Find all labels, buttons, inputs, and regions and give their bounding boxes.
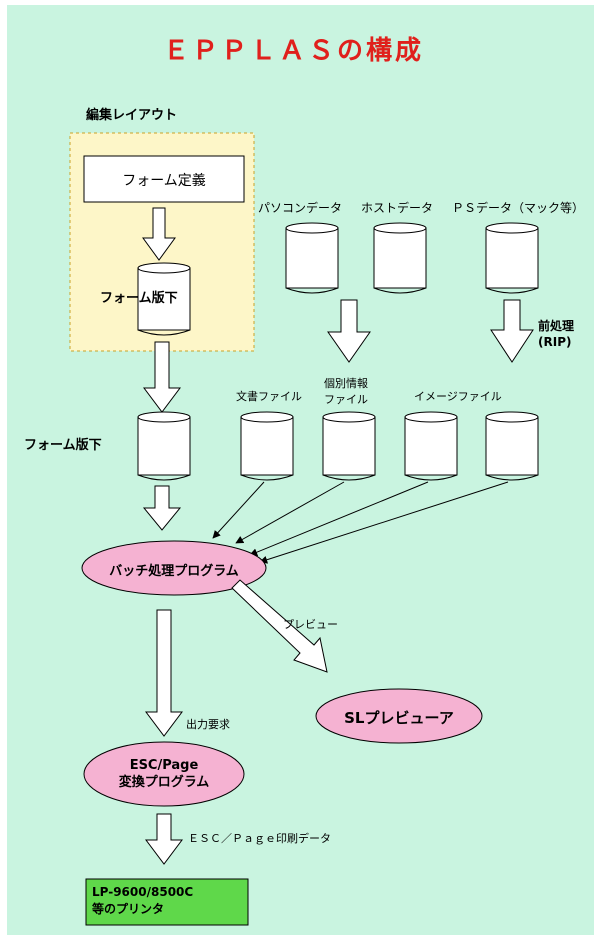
diagram-title: ＥＰＰＬＡＳの構成 <box>162 36 424 66</box>
arrow-batch-to-escpage <box>145 609 183 737</box>
form-draft-file-cylinder <box>137 411 191 481</box>
arrow-image2-to-batch <box>259 481 509 564</box>
batch-program-label: バッチ処理プログラム <box>109 564 239 579</box>
form-definition-box <box>83 155 245 203</box>
host-data-label: ホストデータ <box>361 201 434 215</box>
arrow-batch-to-preview <box>231 579 328 673</box>
output-request-label: 出力要求 <box>186 718 230 731</box>
escpage-program-label: ESC/Page 変換プログラム <box>118 758 210 790</box>
image-file-cylinder-2 <box>485 411 539 481</box>
arrow-document-to-batch <box>212 481 265 539</box>
variable-info-file-label: 個別情報 ファイル <box>324 377 368 406</box>
arrow-image1-to-batch <box>249 481 429 556</box>
sl-previewer-ellipse <box>315 688 483 744</box>
image-file-cylinder-1 <box>404 411 458 481</box>
escpage-program-ellipse <box>83 741 245 807</box>
ps-data-label: ＰＳデータ（マック等） <box>452 201 585 215</box>
host-data-cylinder <box>373 222 427 294</box>
arrow-escpage-to-printer <box>145 813 183 865</box>
arrow-variable-to-batch <box>235 481 345 544</box>
arrow-ps-to-rip <box>490 299 534 363</box>
arrow-layout-to-formdraft <box>143 341 181 413</box>
variable-info-file-cylinder <box>322 411 376 481</box>
document-file-cylinder <box>240 411 294 481</box>
image-file-label: イメージファイル <box>414 390 502 403</box>
printer-label: LP-9600/8500C 等のプリンタ <box>92 885 194 916</box>
escpage-data-label: ＥＳＣ／Ｐａｇｅ印刷データ <box>188 832 331 845</box>
preview-label: プレビュー <box>283 618 338 631</box>
sl-previewer-label: SLプレビューア <box>344 709 454 727</box>
arrow-pc-host-to-files <box>327 299 371 363</box>
printer-box <box>85 878 249 926</box>
batch-program-ellipse <box>81 540 267 596</box>
arrow-formdef-to-draft <box>142 207 176 261</box>
form-definition-label: フォーム定義 <box>122 173 206 189</box>
form-draft-file-label: フォーム版下 <box>24 438 102 453</box>
ps-data-cylinder <box>485 222 539 294</box>
document-file-label: 文書ファイル <box>236 390 302 403</box>
form-draft-label: フォーム版下 <box>100 291 178 306</box>
arrow-formdraft-to-batch <box>142 485 182 531</box>
rip-label: 前処理 (RIP) <box>538 319 575 349</box>
edit-layout-label: 編集レイアウト <box>86 108 178 123</box>
form-draft-cylinder <box>137 262 191 336</box>
pc-data-cylinder <box>285 222 339 294</box>
pc-data-label: パソコンデータ <box>258 201 343 215</box>
